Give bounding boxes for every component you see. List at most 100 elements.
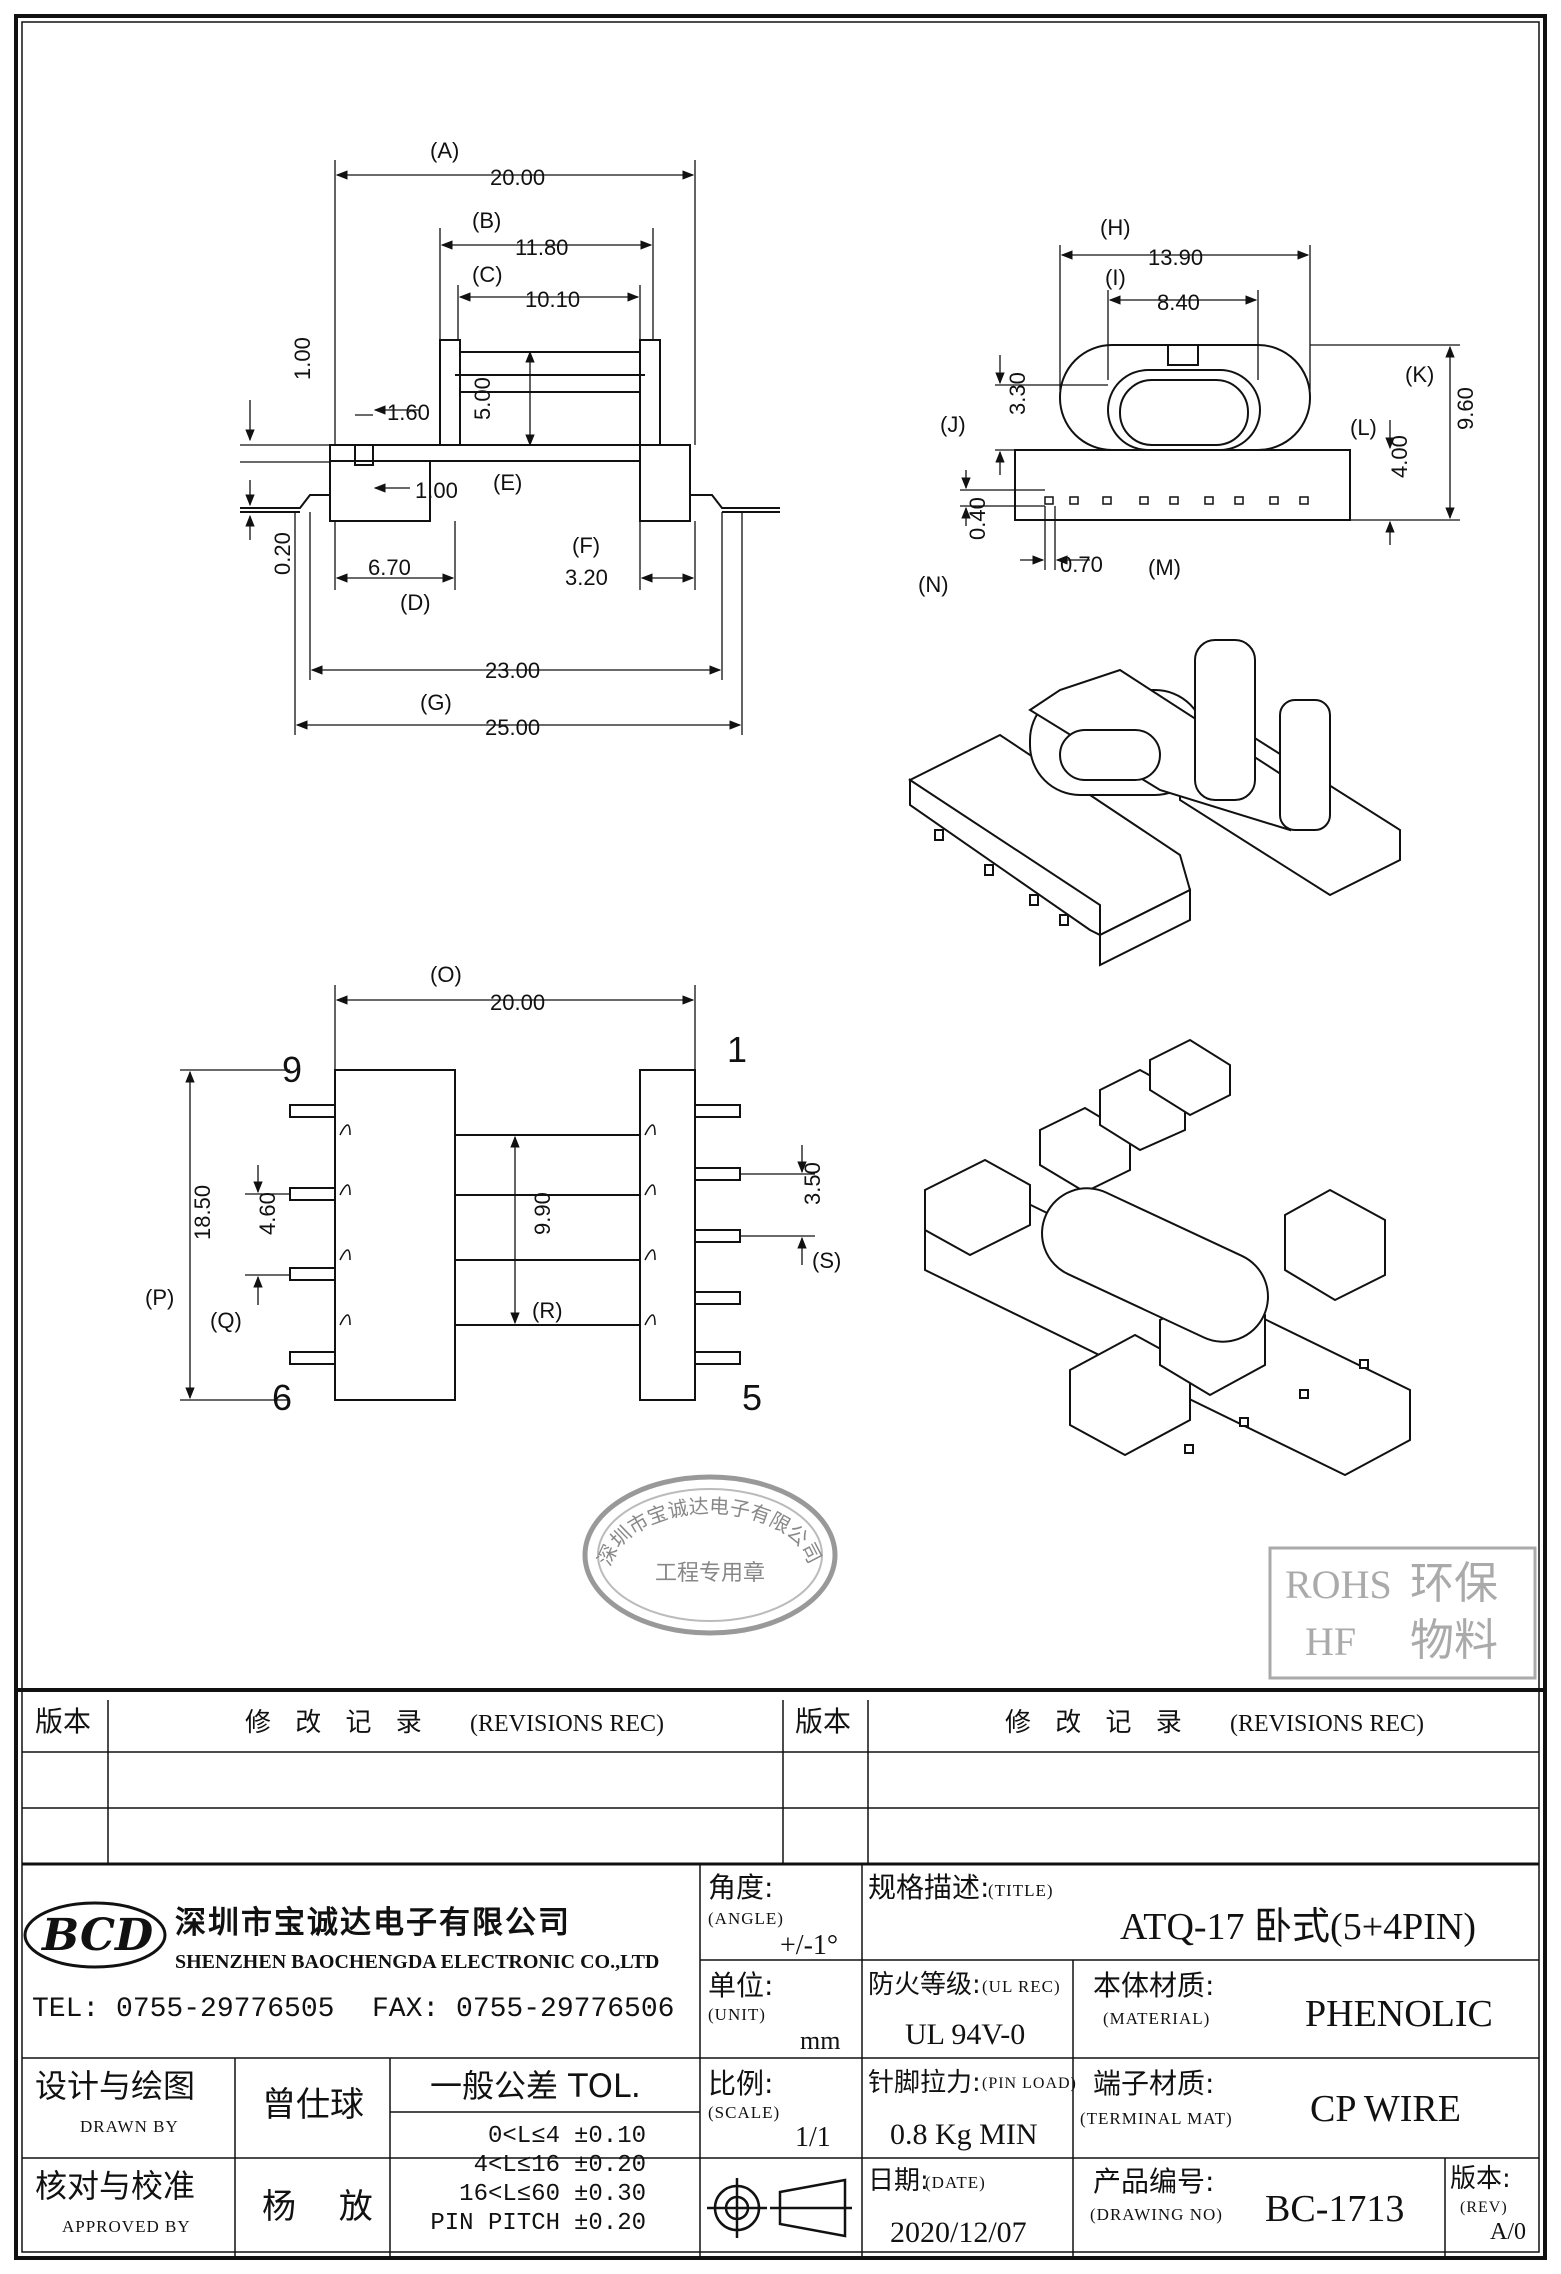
tolerance-row: 0<L≤4 ±0.10 <box>398 2122 698 2151</box>
svg-text:物料: 物料 <box>1410 1615 1498 1666</box>
svg-text:4.00: 4.00 <box>1387 435 1412 478</box>
svg-text:(F): (F) <box>572 533 600 558</box>
rev-header-right-mid-en: (REVISIONS REC) <box>1230 1711 1425 1737</box>
svg-text:1.00: 1.00 <box>415 478 458 503</box>
date-label-en: (DATE) <box>925 2173 986 2192</box>
engineering-stamp: 深圳市宝诚达电子有限公司 工程专用章 <box>582 1474 838 1636</box>
ul-label-en: (UL REC) <box>982 1977 1061 1996</box>
svg-text:20.00: 20.00 <box>490 990 545 1015</box>
svg-text:工程专用章: 工程专用章 <box>655 1561 765 1586</box>
tolerance-range: 0<L≤4 <box>487 2123 560 2150</box>
svg-text:8.40: 8.40 <box>1157 290 1200 315</box>
drawn-by-name: 曾仕球 <box>262 2085 364 2125</box>
svg-text:(D): (D) <box>400 590 431 615</box>
terminal-label: 端子材质: <box>1093 2067 1215 2100</box>
tolerance-value: ±0.30 <box>574 2181 647 2208</box>
projection-symbol-icon <box>707 2178 852 2238</box>
company-name-cn: 深圳市宝诚达电子有限公司 <box>175 1905 571 1941</box>
svg-text:1.00: 1.00 <box>290 337 315 380</box>
top-view-text: (A) 20.00 (B) 11.80 (C) 10.10 (E) 5.00 1… <box>270 138 608 740</box>
drawing-no-label: 产品编号: <box>1093 2165 1215 2198</box>
rev-header-left: 版本 <box>35 1705 92 1738</box>
ul-value: UL 94V-0 <box>905 2018 1026 2051</box>
scale-value: 1/1 <box>795 2122 831 2153</box>
svg-text:0.70: 0.70 <box>1060 552 1103 577</box>
drawing-no-label-en: (DRAWING NO) <box>1090 2205 1223 2224</box>
svg-text:(N): (N) <box>918 572 949 597</box>
svg-text:10.10: 10.10 <box>525 287 580 312</box>
date-label: 日期: <box>868 2166 929 2196</box>
rev-header-right: 版本 <box>795 1705 852 1738</box>
svg-text:1.60: 1.60 <box>387 400 430 425</box>
tolerance-row: 4<L≤16±0.20 <box>398 2151 698 2180</box>
unit-label: 单位: <box>708 1969 774 2002</box>
title-value: ATQ-17 卧式(5+4PIN) <box>1120 1906 1477 1948</box>
svg-text:20.00: 20.00 <box>490 165 545 190</box>
bottom-view <box>289 1069 741 1401</box>
svg-text:(A): (A) <box>430 138 459 163</box>
angle-value: +/-1° <box>780 1930 839 1961</box>
svg-text:(Q): (Q) <box>210 1308 242 1333</box>
svg-text:(S): (S) <box>812 1248 841 1273</box>
rev-header-mid-en: (REVISIONS REC) <box>470 1711 665 1737</box>
svg-text:5.00: 5.00 <box>470 377 495 420</box>
svg-text:3.30: 3.30 <box>1005 372 1030 415</box>
drawn-by-label: 设计与绘图 <box>35 2067 196 2105</box>
svg-text:(L): (L) <box>1350 415 1377 440</box>
svg-text:(J): (J) <box>940 412 966 437</box>
rev-header-right-mid: 修 改 记 录 <box>1005 1708 1190 1738</box>
svg-text:ROHS: ROHS <box>1285 1562 1392 1607</box>
terminal-value: CP WIRE <box>1310 2088 1461 2130</box>
side-view <box>1014 344 1351 521</box>
top-view <box>240 339 780 522</box>
svg-text:(O): (O) <box>430 962 462 987</box>
tolerance-value: ±0.10 <box>574 2123 647 2150</box>
inner-border <box>21 21 1540 2253</box>
svg-text:(I): (I) <box>1105 265 1126 290</box>
angle-label: 角度: <box>708 1871 774 1904</box>
outer-border <box>14 14 1547 2260</box>
side-view-text: (H) 13.90 (I) 8.40 (K) 9.60 (L) 4.00 (J)… <box>918 215 1478 597</box>
company-name-en: SHENZHEN BAOCHENGDA ELECTRONIC CO.,LTD <box>175 1951 660 1973</box>
angle-label-en: (ANGLE) <box>708 1909 784 1928</box>
drawing-no-value: BC-1713 <box>1265 2188 1405 2230</box>
svg-text:4.60: 4.60 <box>255 1192 280 1235</box>
rev-header-mid: 修 改 记 录 <box>245 1708 430 1738</box>
svg-text:6: 6 <box>272 1377 292 1418</box>
material-label: 本体材质: <box>1093 1969 1215 2002</box>
bottom-view-dims <box>180 985 815 1401</box>
svg-text:(H): (H) <box>1100 215 1131 240</box>
tolerance-row: 16<L≤60±0.30 <box>398 2180 698 2209</box>
svg-text:(M): (M) <box>1148 555 1181 580</box>
svg-text:(K): (K) <box>1405 362 1434 387</box>
svg-text:9.60: 9.60 <box>1453 387 1478 430</box>
svg-text:9: 9 <box>282 1049 302 1090</box>
isometric-view-bottom <box>924 1038 1411 1477</box>
bottom-view-text: (O) 20.00 (P) 18.50 (Q) 4.60 (R) 9.90 (S… <box>145 962 841 1418</box>
tolerance-range: PIN PITCH <box>430 2210 560 2237</box>
svg-text:3.20: 3.20 <box>565 565 608 590</box>
svg-text:深圳市宝诚达电子有限公司: 深圳市宝诚达电子有限公司 <box>592 1494 826 1569</box>
unit-label-en: (UNIT) <box>708 2005 766 2024</box>
svg-text:0.20: 0.20 <box>270 532 295 575</box>
pinload-label-en: (PIN LOAD) <box>982 2075 1077 2092</box>
ul-label: 防火等级: <box>868 1970 981 2000</box>
approved-by-name: 杨 放 <box>262 2187 389 2227</box>
terminal-label-en: (TERMINAL MAT) <box>1080 2109 1233 2128</box>
svg-text:6.70: 6.70 <box>368 555 411 580</box>
svg-text:11.80: 11.80 <box>515 235 568 260</box>
approved-by-label-en: APPROVED BY <box>62 2217 191 2236</box>
svg-text:13.90: 13.90 <box>1148 245 1203 270</box>
drawn-by-label-en: DRAWN BY <box>80 2117 179 2136</box>
tolerance-range: 4<L≤16 <box>473 2152 560 2179</box>
tolerance-row: PIN PITCH±0.20 <box>398 2209 698 2238</box>
scale-label-en: (SCALE) <box>708 2103 781 2122</box>
svg-text:1: 1 <box>727 1029 747 1070</box>
svg-text:9.90: 9.90 <box>530 1192 555 1235</box>
svg-text:0.40: 0.40 <box>965 497 990 540</box>
revision-value: A/0 <box>1490 2219 1526 2245</box>
title-label-en: (TITLE) <box>988 1881 1054 1900</box>
svg-text:(E): (E) <box>493 470 522 495</box>
